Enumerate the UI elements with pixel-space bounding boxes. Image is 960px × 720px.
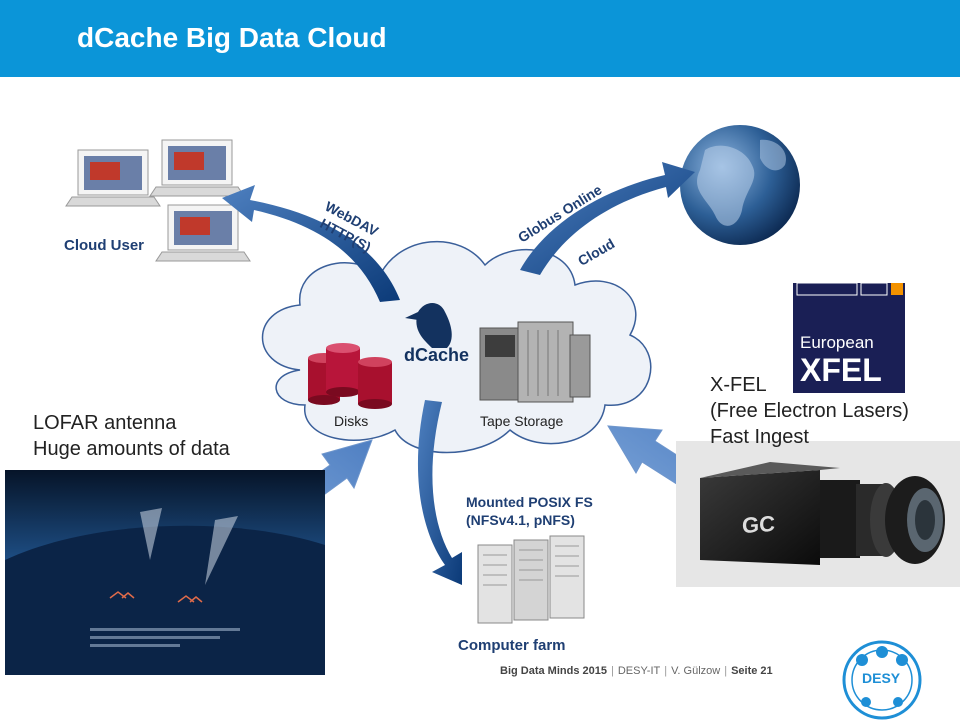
desy-logo-text: DESY bbox=[862, 670, 901, 686]
laptop-icon bbox=[65, 149, 161, 207]
disks-label: Disks bbox=[334, 413, 369, 429]
lofar-earth-image bbox=[5, 470, 325, 675]
footer-author: V. Gülzow bbox=[671, 665, 721, 677]
globe-icon bbox=[680, 125, 800, 245]
computer-farm-label: Computer farm bbox=[458, 637, 566, 654]
cloud-user-label: Cloud User bbox=[64, 237, 145, 254]
xfel-label-line3: Fast Ingest bbox=[710, 426, 809, 448]
laptop-icon bbox=[155, 204, 251, 262]
disks-icon bbox=[308, 343, 392, 409]
laptop-icon bbox=[149, 139, 245, 197]
tape-storage-icon bbox=[479, 321, 591, 403]
lofar-label-line2: Huge amounts of data bbox=[33, 438, 230, 460]
posix-label-line2: (NFSv4.1, pNFS) bbox=[466, 512, 575, 528]
xfel-label-line2: (Free Electron Lasers) bbox=[710, 400, 909, 422]
camera-brand-text: GC bbox=[742, 510, 775, 539]
footer-page: Seite 21 bbox=[731, 665, 773, 677]
dcache-bird-icon bbox=[405, 303, 452, 348]
xfel-logo bbox=[793, 282, 905, 393]
posix-arrow bbox=[417, 400, 462, 585]
desy-logo bbox=[842, 640, 922, 720]
page-title: dCache Big Data Cloud bbox=[77, 22, 387, 53]
dcache-label: dCache bbox=[404, 345, 470, 365]
xfel-logo-top-text: European bbox=[800, 333, 874, 352]
tape-storage-label: Tape Storage bbox=[480, 413, 564, 429]
lofar-label-line1: LOFAR antenna bbox=[33, 412, 177, 434]
xfel-logo-bottom-text: XFEL bbox=[800, 352, 882, 388]
header-bar: dCache Big Data Cloud bbox=[0, 0, 960, 77]
footer-org: DESY-IT bbox=[617, 665, 661, 677]
posix-label-line1: Mounted POSIX FS bbox=[466, 494, 593, 510]
xfel-label-line1: X-FEL bbox=[710, 374, 767, 396]
camera-image bbox=[676, 441, 960, 587]
computer-farm-icon bbox=[477, 535, 585, 624]
globus-arrow bbox=[520, 162, 695, 275]
footer-event: Big Data Minds 2015 bbox=[500, 665, 607, 677]
webdav-arrow bbox=[222, 185, 400, 302]
footer: Big Data Minds 2015|DESY-IT|V. Gülzow|Se… bbox=[500, 665, 773, 677]
